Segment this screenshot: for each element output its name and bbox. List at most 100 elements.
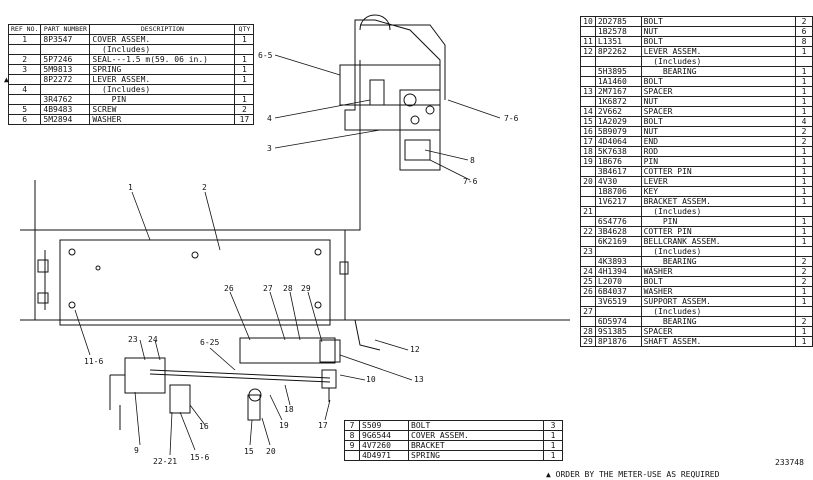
description-cell: BOLT <box>640 276 797 287</box>
qty-cell: 1 <box>795 176 813 187</box>
ref-cell: 11 <box>580 36 596 47</box>
ref-cell: 9 <box>344 440 360 451</box>
description-cell: COTTER PIN <box>640 166 797 177</box>
description-cell: LEVER ASSEM. <box>89 74 236 85</box>
description-cell: COVER ASSEM. <box>89 34 236 45</box>
part-number-cell <box>594 56 642 67</box>
part-number-cell: L2070 <box>594 276 642 287</box>
part-number-cell <box>594 306 642 317</box>
callout: 18 <box>284 405 294 414</box>
description-cell: (Includes) <box>640 306 797 317</box>
qty-cell: 1 <box>795 166 813 177</box>
part-number-cell: 9G6544 <box>359 430 409 441</box>
ref-cell: 12 <box>580 46 596 57</box>
description-cell: PIN <box>640 216 797 227</box>
part-number-cell: 4D4064 <box>594 136 642 147</box>
part-number-cell: 8P1876 <box>594 336 642 347</box>
callout: 23 <box>128 335 138 344</box>
callout: 7-6 <box>504 114 519 123</box>
qty-cell: 2 <box>234 104 255 115</box>
callout: 11-6 <box>84 357 103 366</box>
description-cell: COTTER PIN <box>640 226 797 237</box>
part-number-cell: 6B4037 <box>594 286 642 297</box>
part-number-cell: 4B9483 <box>40 104 91 115</box>
description-cell: SEAL---1.5 m(59. 06 in.) <box>89 54 236 65</box>
qty-cell: 1 <box>795 66 813 77</box>
ref-cell: 3 <box>7 64 42 75</box>
description-cell: BRACKET ASSEM. <box>640 196 797 207</box>
ref-cell: 10 <box>580 16 596 27</box>
table-row: (Includes) <box>7 44 255 55</box>
part-number-cell: L1351 <box>594 36 642 47</box>
ref-cell: 25 <box>580 276 596 287</box>
part-number-cell: 5H3895 <box>594 66 642 77</box>
part-number-cell: 4V30 <box>594 176 642 187</box>
qty-cell: 1 <box>795 106 813 117</box>
ref-cell <box>580 66 596 77</box>
part-number-cell: 6S4776 <box>594 216 642 227</box>
callout: 29 <box>301 284 311 293</box>
description-cell: BOLT <box>640 36 797 47</box>
part-number-cell: 1V6217 <box>594 196 642 207</box>
part-number-cell: 2M7167 <box>594 86 642 97</box>
description-cell: KEY <box>640 186 797 197</box>
description-cell: (Includes) <box>640 56 797 67</box>
qty-cell: 1 <box>795 286 813 297</box>
description-cell: COVER ASSEM. <box>408 430 544 441</box>
description-cell: ROD <box>640 146 797 157</box>
description-cell: SPACER <box>640 86 797 97</box>
qty-cell: 3 <box>543 420 563 431</box>
description-cell: LEVER ASSEM. <box>640 46 797 57</box>
qty-cell: 6 <box>795 26 813 37</box>
description-cell: BOLT <box>640 76 797 87</box>
callout: 7-6 <box>463 177 478 186</box>
qty-cell: 1 <box>795 156 813 167</box>
ref-cell: 6 <box>7 114 42 125</box>
ref-cell: 4 <box>7 84 42 95</box>
ref-no-header: REF NO. <box>7 24 42 35</box>
qty-cell: 1 <box>543 450 563 461</box>
ref-cell: 29 <box>580 336 596 347</box>
description-cell: (Includes) <box>89 84 236 95</box>
qty-cell: 2 <box>795 256 813 267</box>
callout: 2 <box>202 183 207 192</box>
qty-cell: 1 <box>795 296 813 307</box>
qty-cell: 1 <box>795 196 813 207</box>
callout: 26 <box>224 284 234 293</box>
ref-cell: 20 <box>580 176 596 187</box>
description-cell: BRACKET <box>408 440 544 451</box>
ref-cell <box>580 96 596 107</box>
qty-cell: 1 <box>795 326 813 337</box>
table-row: 4 (Includes) <box>7 84 255 95</box>
qty-cell: 1 <box>795 96 813 107</box>
ref-cell: 26 <box>580 286 596 297</box>
callout: 27 <box>263 284 273 293</box>
qty-cell: 4 <box>795 116 813 127</box>
ref-cell: 14 <box>580 106 596 117</box>
description-cell: WASHER <box>640 286 797 297</box>
description-cell: SPACER <box>640 106 797 117</box>
qty-cell: 1 <box>795 186 813 197</box>
